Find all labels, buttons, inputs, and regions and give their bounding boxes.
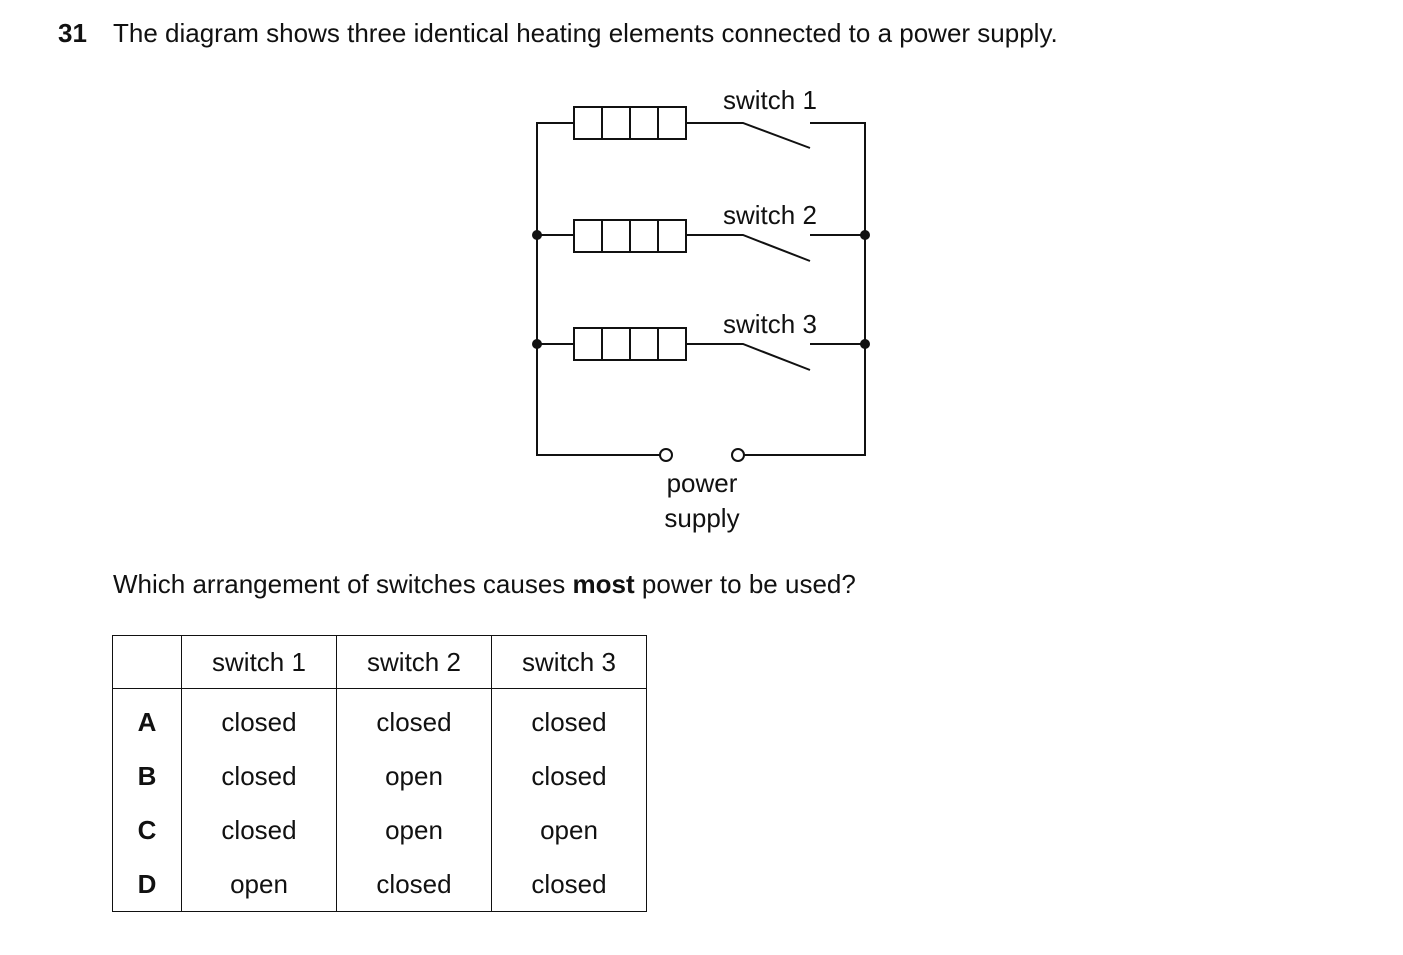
left-rail-wire [536,122,660,456]
question-number: 31 [58,18,87,48]
supply-terminal-right [731,448,745,462]
switch-1-label: switch 1 [723,85,817,115]
header-switch-2: switch 2 [336,635,492,689]
switch-1-state: closed [181,749,337,803]
switch-3-state: closed [491,749,647,803]
header-switch-3: switch 3 [491,635,647,689]
switch-2-state: closed [336,688,492,749]
switch-1-state: closed [181,688,337,749]
table-row: A closed closed closed [112,688,647,749]
switch-3-state: closed [491,688,647,749]
table-header-row: switch 1 switch 2 switch 3 [112,635,647,689]
junction-dot [860,230,870,240]
switch-2-label: switch 2 [723,200,817,230]
emphasis-most: most [572,569,635,599]
header-switch-1: switch 1 [181,635,337,689]
option-letter: C [112,803,182,857]
switch-2-state: closed [336,857,492,912]
heating-element-2 [573,219,687,253]
table-row: C closed open open [112,803,647,857]
question-prompt: Which arrangement of switches causes mos… [113,569,856,599]
junction-dot [532,230,542,240]
header-blank-cell [112,635,182,689]
switch-2-blade [686,234,811,262]
switch-1-state: closed [181,803,337,857]
switch-3-blade [686,343,811,371]
circuit-diagram: switch 1 switch 2 switch 3 power supply [532,85,870,533]
power-supply-label-line2: supply [664,503,739,533]
answer-options-table: switch 1 switch 2 switch 3 A closed clos… [112,635,647,912]
switch-1-state: open [181,857,337,912]
junction-dot [860,339,870,349]
table-row: D open closed closed [112,857,647,912]
supply-terminal-left [659,448,673,462]
switch-3-state: open [491,803,647,857]
option-letter: B [112,749,182,803]
power-supply-label-line1: power [667,468,738,498]
switch-3-state: closed [491,857,647,912]
switch-2-state: open [336,749,492,803]
junction-dot [532,339,542,349]
heating-element-3 [573,327,687,361]
switch-2-state: open [336,803,492,857]
right-rail-wire [744,122,866,456]
question-text: The diagram shows three identical heatin… [113,18,1058,48]
option-letter: D [112,857,182,912]
option-letter: A [112,688,182,749]
switch-1-blade [686,122,811,149]
heating-element-1 [573,106,687,140]
table-row: B closed open closed [112,749,647,803]
switch-3-label: switch 3 [723,309,817,339]
